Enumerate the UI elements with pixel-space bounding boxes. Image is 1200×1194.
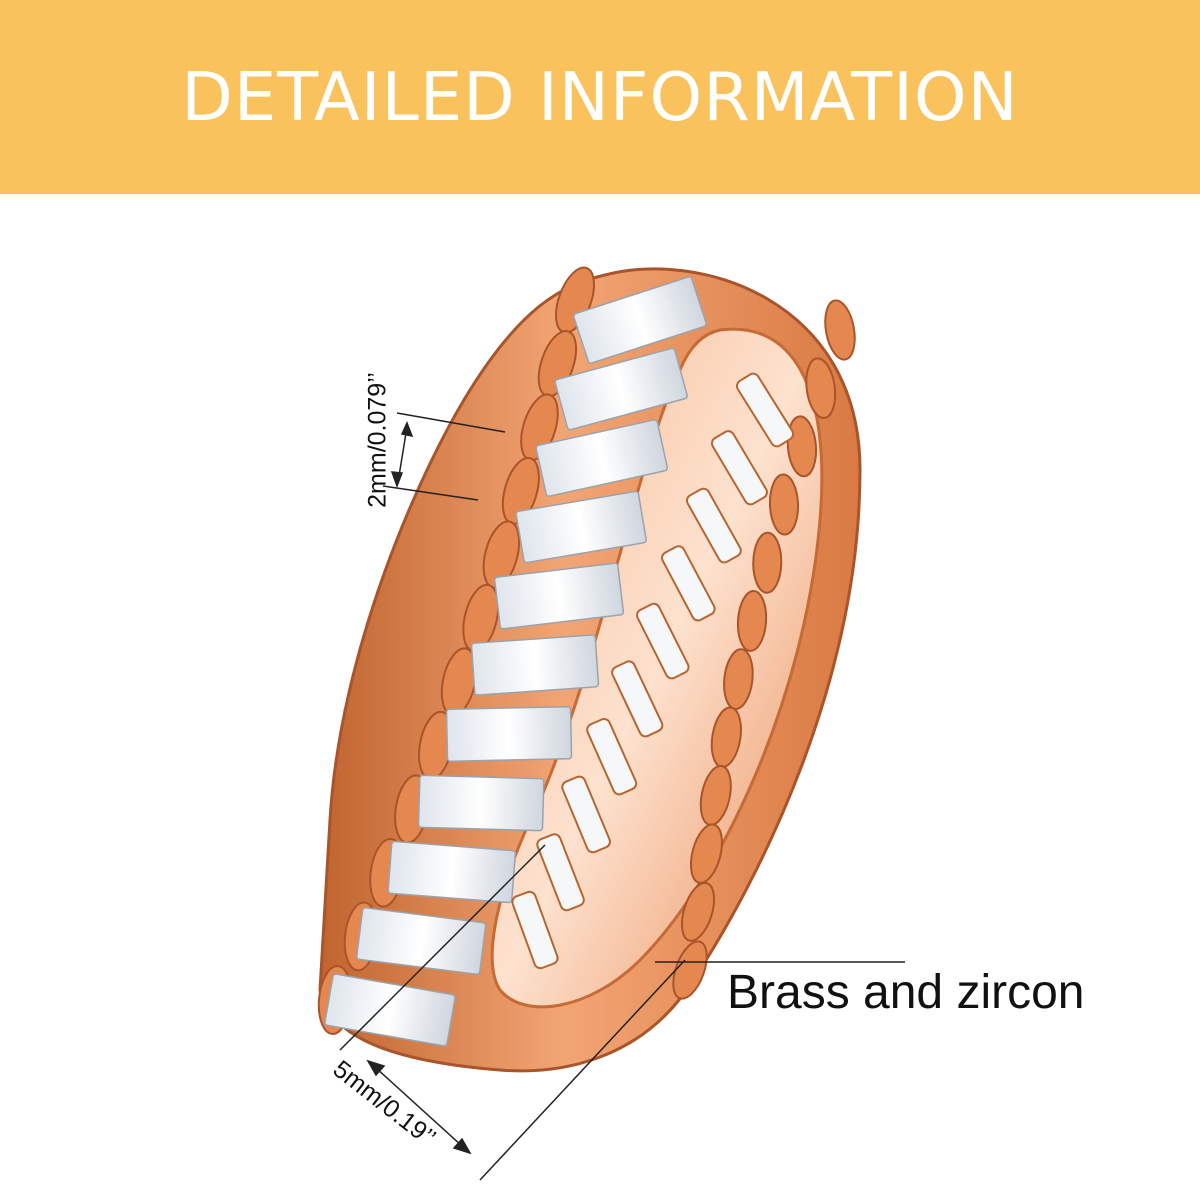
header-banner: DETAILED INFORMATION <box>0 0 1200 194</box>
stone-width-dimension <box>382 412 506 501</box>
baguette-stone <box>445 706 573 762</box>
inner-slot <box>735 372 795 448</box>
prong <box>786 415 818 478</box>
inner-slot <box>511 890 559 970</box>
inner-slot <box>661 545 716 622</box>
prong <box>768 473 800 536</box>
banner-title: DETAILED INFORMATION <box>181 58 1019 136</box>
inner-slot <box>636 602 690 680</box>
prong <box>672 940 708 1000</box>
baguette-stone <box>515 490 647 564</box>
inner-slot <box>611 660 664 738</box>
prong <box>680 881 716 942</box>
prong <box>824 299 856 361</box>
baguette-stone <box>470 634 600 696</box>
prong <box>736 589 768 652</box>
baguette-stone <box>535 419 669 497</box>
inner-slot <box>536 833 585 912</box>
inner-slot <box>685 487 742 564</box>
baguette-stones <box>324 276 707 1047</box>
prong <box>752 531 783 594</box>
baguette-stone <box>573 276 707 364</box>
inner-slot <box>586 717 638 796</box>
inner-slot <box>710 430 768 506</box>
band-width-dimension <box>339 844 686 1181</box>
baguette-stone <box>554 347 688 431</box>
baguette-stone <box>493 562 625 630</box>
inner-channel-slots <box>511 372 795 970</box>
inner-slot <box>561 775 611 854</box>
prong <box>689 823 723 884</box>
baguette-stone <box>324 973 456 1047</box>
prong <box>805 357 837 419</box>
baguette-stone <box>417 774 545 832</box>
stone-width-label: 2mm/0.079’’ <box>363 372 392 508</box>
material-label: Brass and zircon <box>727 966 1085 1019</box>
ring-inner-surface <box>490 327 824 1009</box>
prong-edge-right <box>672 299 856 1000</box>
baguette-stone <box>356 907 487 975</box>
